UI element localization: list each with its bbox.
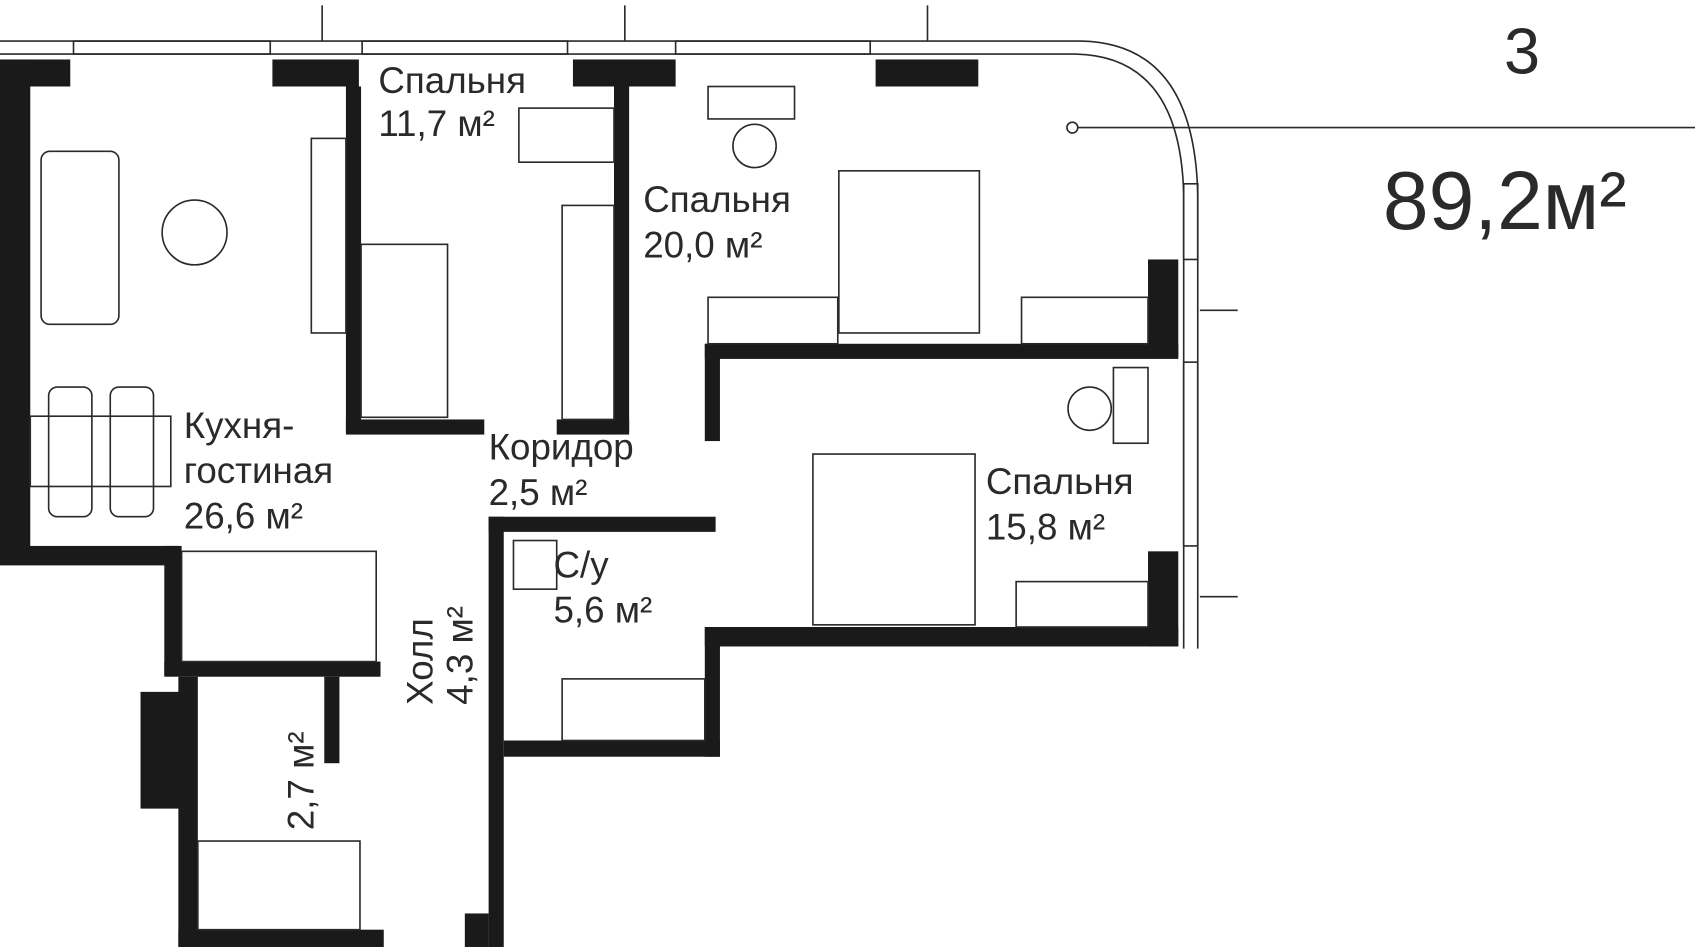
room-area: 26,6 м² — [184, 496, 303, 537]
room-area: 4,3 м² — [439, 606, 480, 705]
room-area: 2,7 м² — [280, 731, 321, 830]
rooms-count: 3 — [1504, 15, 1540, 88]
room-name: Коридор — [489, 426, 634, 467]
furniture — [29, 85, 1695, 931]
room-area: 15,8 м² — [986, 506, 1105, 547]
room-name: Спальня — [986, 461, 1134, 502]
room-area: 2,5 м² — [489, 472, 588, 513]
room-name: гостиная — [184, 450, 333, 491]
room-name: Спальня — [378, 60, 526, 101]
room-area: 5,6 м² — [553, 590, 652, 631]
total-area: 89,2м² — [1383, 156, 1627, 247]
room-name: Спальня — [643, 179, 791, 220]
room-area: 20,0 м² — [643, 224, 762, 265]
room-name: Кухня- — [184, 405, 295, 446]
walls — [0, 59, 1179, 947]
room-area: 11,7 м² — [378, 103, 495, 144]
windows — [0, 5, 1238, 649]
room-name: Холл — [399, 618, 440, 705]
room-name: С/у — [553, 544, 609, 585]
